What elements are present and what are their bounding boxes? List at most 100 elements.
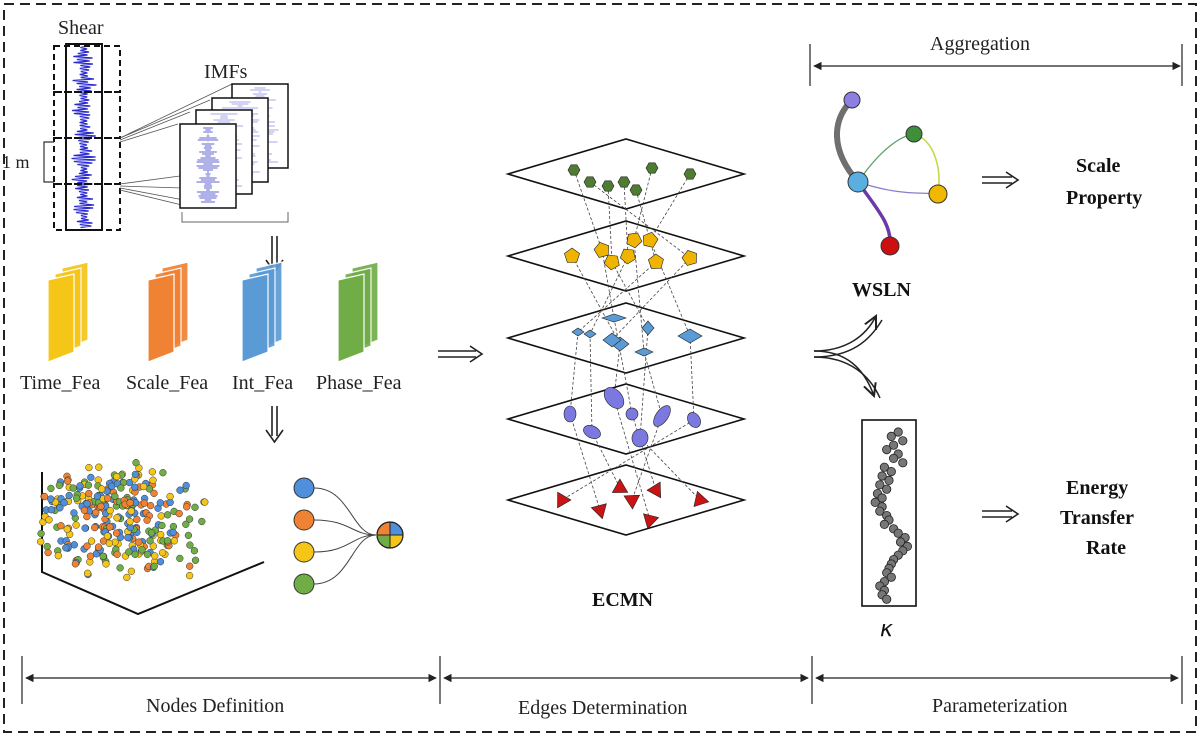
scatter-point [131, 550, 139, 558]
arrow-to-ecmn [438, 345, 484, 363]
scatter-point [147, 529, 156, 537]
scatter-point [99, 552, 107, 560]
kappa-point [879, 519, 890, 530]
scatter-point [71, 560, 80, 568]
fused-node [376, 521, 404, 549]
scatter-point [198, 517, 206, 526]
ecmn-layer-4 [505, 383, 747, 455]
node-scatter-3d [37, 459, 265, 616]
outer-frame [3, 3, 1197, 733]
scatter-point [126, 517, 134, 526]
feature-stack-time-fea: Time_Fea [20, 261, 101, 394]
kappa-point [886, 572, 896, 582]
scatter-point [80, 506, 89, 514]
scatter-point [117, 484, 125, 492]
ecmn-node [623, 494, 641, 510]
ecmn-node [593, 241, 610, 258]
scatter-point [113, 550, 121, 558]
ecmn-layer-1 [505, 138, 747, 210]
scatter-point [124, 533, 132, 542]
ecmn-node [643, 513, 660, 530]
ecmn-multilayer-network [505, 138, 747, 536]
arrow-to-energy-transfer-rate [982, 505, 1020, 523]
scatter-point [47, 495, 55, 503]
feature-label: Time_Fea [20, 372, 101, 394]
scatter-point [143, 550, 152, 559]
ecmn-node [583, 329, 597, 339]
scatter-point [92, 508, 100, 517]
kappa-point [875, 480, 885, 490]
kappa-point [884, 475, 894, 485]
scatter-point [87, 473, 95, 482]
energy-line-1: Energy [1066, 477, 1128, 499]
scatter-point [105, 539, 114, 548]
scatter-point [87, 537, 96, 545]
ecmn-node [626, 232, 643, 249]
kappa-point [882, 444, 892, 455]
nodes-definition-label: Nodes Definition [146, 695, 284, 717]
kappa-point [895, 537, 906, 547]
kappa-point [882, 484, 892, 494]
kappa-point [898, 436, 908, 446]
scatter-point [72, 494, 81, 502]
kappa-point [888, 440, 899, 450]
scatter-point [163, 537, 172, 545]
feature-label: Scale_Fea [126, 372, 208, 394]
scatter-point [158, 549, 167, 557]
scatter-point [182, 520, 190, 528]
scatter-points [37, 459, 209, 582]
scatter-point [83, 542, 91, 550]
scatter-point [123, 573, 131, 582]
scatter-point [85, 463, 93, 472]
scale-bracket [43, 141, 54, 183]
ecmn-node [683, 168, 697, 180]
scatter-point [186, 562, 194, 570]
scatter-point [81, 524, 89, 532]
scale-label: 1 m [2, 152, 30, 172]
ecmn-node [677, 328, 703, 344]
scatter-point [150, 562, 158, 570]
scatter-point [127, 567, 136, 575]
feature-stack-scale-fea: Scale_Fea [126, 261, 208, 394]
aggregation-label: Aggregation [930, 33, 1030, 55]
fusion-link [313, 534, 377, 553]
scatter-point [106, 506, 114, 515]
ecmn-node [611, 478, 629, 493]
scatter-point [127, 507, 135, 515]
kappa-point [879, 462, 890, 472]
kappa-point [882, 594, 892, 604]
scatter-point [191, 503, 199, 511]
kappa-label: κ [880, 617, 893, 642]
ecmn-node [590, 503, 607, 520]
kappa-point [877, 471, 887, 481]
scatter-point [112, 529, 121, 537]
scatter-point [170, 537, 178, 545]
imfs-label: IMFs [204, 61, 248, 83]
segment-box-4 [53, 183, 121, 231]
scatter-point [140, 499, 148, 507]
scatter-point [146, 501, 155, 510]
scatter-point [148, 468, 156, 476]
scatter-point [157, 530, 165, 539]
node-fusion [293, 477, 404, 595]
scatter-point [106, 523, 114, 531]
scatter-point [103, 494, 112, 503]
feature-stack-phase-fea: Phase_Fea [316, 261, 402, 394]
scatter-point [72, 521, 80, 529]
feature-node [293, 477, 315, 499]
scatter-point [83, 500, 91, 508]
feature-node [293, 573, 315, 595]
arrow-to-scale-property [982, 171, 1020, 189]
scatter-point [176, 554, 184, 563]
shear-waveform [71, 45, 97, 229]
edges-determination-label: Edges Determination [518, 697, 687, 719]
ecmn-layer-5-nodes [557, 478, 710, 530]
scatter-point [70, 541, 78, 549]
ecmn-node [631, 428, 649, 448]
energy-line-2: Transfer [1060, 507, 1134, 529]
ecmn-node [687, 412, 701, 428]
imf-projection-lines [119, 83, 233, 207]
ecmn-layer-1-nodes [567, 162, 697, 196]
kappa-points [870, 427, 913, 604]
scatter-point [102, 560, 110, 568]
